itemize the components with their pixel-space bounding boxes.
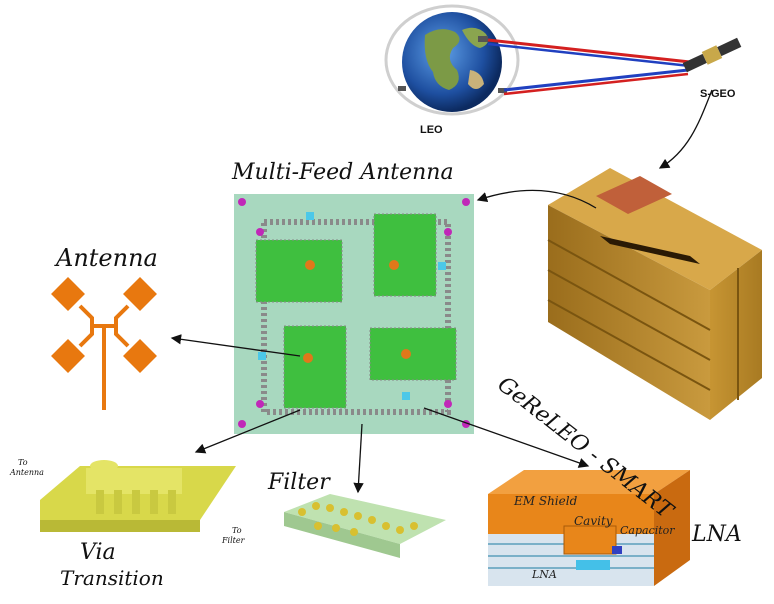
arrow-payload-to-multifeed [476,189,597,209]
multi-feed-board [234,194,474,434]
leo-satellite-icon [478,36,488,42]
arrow-sgeo-to-payload [658,89,713,169]
arrow-to-via [194,409,301,454]
leo-label: LEO [420,124,443,136]
antenna-element [51,277,157,410]
to-antenna-label-2: Antenna [10,468,44,477]
antenna-label: Antenna [56,244,158,272]
sgeo-satellite-icon [682,37,742,73]
via-transition-model [40,460,236,532]
inter-satellite-links [487,38,691,96]
antenna-window [596,176,672,214]
sgeo-label: S-GEO [700,88,736,100]
transition-label: Transition [60,566,164,590]
arrow-to-lna [423,407,590,468]
to-filter-label-2: Filter [222,536,245,545]
to-filter-label-1: To [232,526,242,535]
cavity-label: Cavity [574,514,613,528]
lna-label: LNA [692,522,742,547]
leo-satellite-icon [398,86,406,91]
filter-model [284,494,446,558]
arrow-to-filter [353,423,364,494]
payload-box [547,168,762,420]
earth-globe [384,4,520,116]
em-shield-label: EM Shield [514,494,578,508]
arrow-to-antenna [170,334,301,357]
via-label: Via [80,540,116,565]
to-antenna-label-1: To [18,458,28,467]
capacitor-label: Capacitor [620,524,675,537]
lna-model [488,470,690,586]
filter-label: Filter [268,470,330,495]
multi-feed-antenna-label: Multi-Feed Antenna [232,160,454,185]
leo-satellite-icon [498,88,507,93]
lna-inner-label: LNA [532,568,557,581]
